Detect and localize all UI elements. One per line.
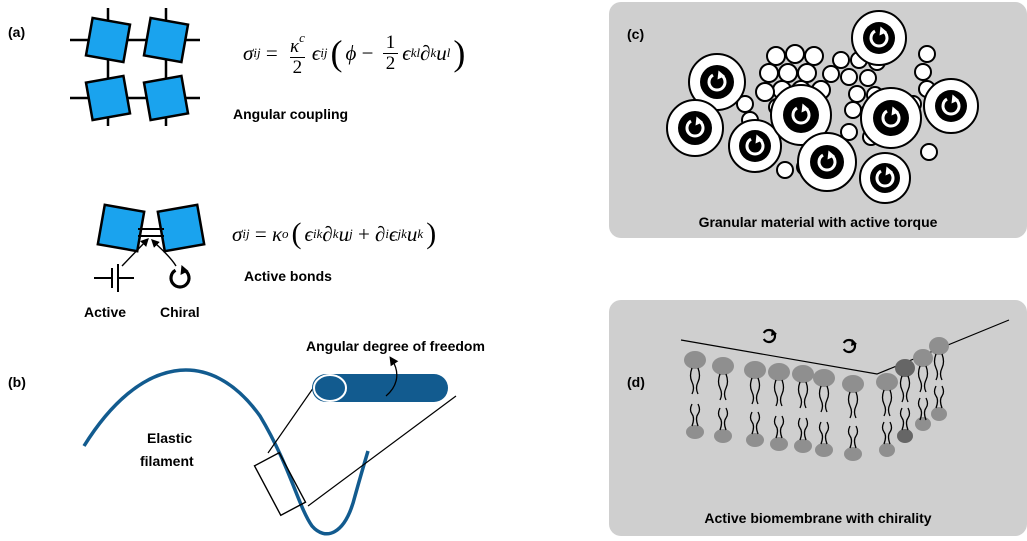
- chiral-label: Chiral: [160, 304, 200, 320]
- square-lattice-diagram: [70, 8, 200, 126]
- granular-panel: (c) Granular material wit: [609, 2, 1027, 238]
- biomembrane-diagram: [680, 319, 1010, 461]
- rotation-arrow-icon: [762, 328, 777, 344]
- granular-particles-diagram: [666, 10, 979, 204]
- filament-segment-rod: [312, 374, 448, 402]
- filament-label-line1: Elastic: [147, 430, 193, 446]
- rotation-arrow-icon: [842, 338, 857, 354]
- panel-d-label: (d): [627, 374, 645, 390]
- lattice-square-br: [142, 74, 190, 122]
- lattice-square-tr: [142, 16, 190, 64]
- granular-caption: Granular material with active torque: [698, 214, 938, 230]
- lattice-square-bl: [84, 74, 132, 122]
- filament-label-line2: filament: [140, 453, 194, 469]
- lipid-molecules: [684, 337, 949, 461]
- rotation-arrow-icon: [169, 265, 191, 289]
- active-label: Active: [84, 304, 127, 320]
- filament-curve: [82, 368, 370, 536]
- lattice-square-tl: [84, 16, 132, 64]
- capacitor-icon: [94, 264, 134, 292]
- active-bond-diagram: [94, 203, 206, 292]
- biomembrane-panel: (d) Active biomembrane with chirality: [609, 300, 1027, 536]
- elastic-filament-diagram: [82, 356, 457, 536]
- bond-square-left: [96, 203, 146, 253]
- bond-square-right: [156, 203, 206, 253]
- panel-a-label: (a): [8, 24, 26, 40]
- panel-c-label: (c): [627, 26, 645, 42]
- angular-coupling-caption: Angular coupling: [233, 106, 349, 122]
- large-grains: [666, 10, 979, 204]
- angular-dof-caption: Angular degree of freedom: [306, 338, 485, 354]
- active-bonds-caption: Active bonds: [244, 268, 332, 284]
- zoom-box: [253, 451, 307, 517]
- panel-b-label: (b): [8, 374, 26, 390]
- biomembrane-caption: Active biomembrane with chirality: [704, 510, 932, 526]
